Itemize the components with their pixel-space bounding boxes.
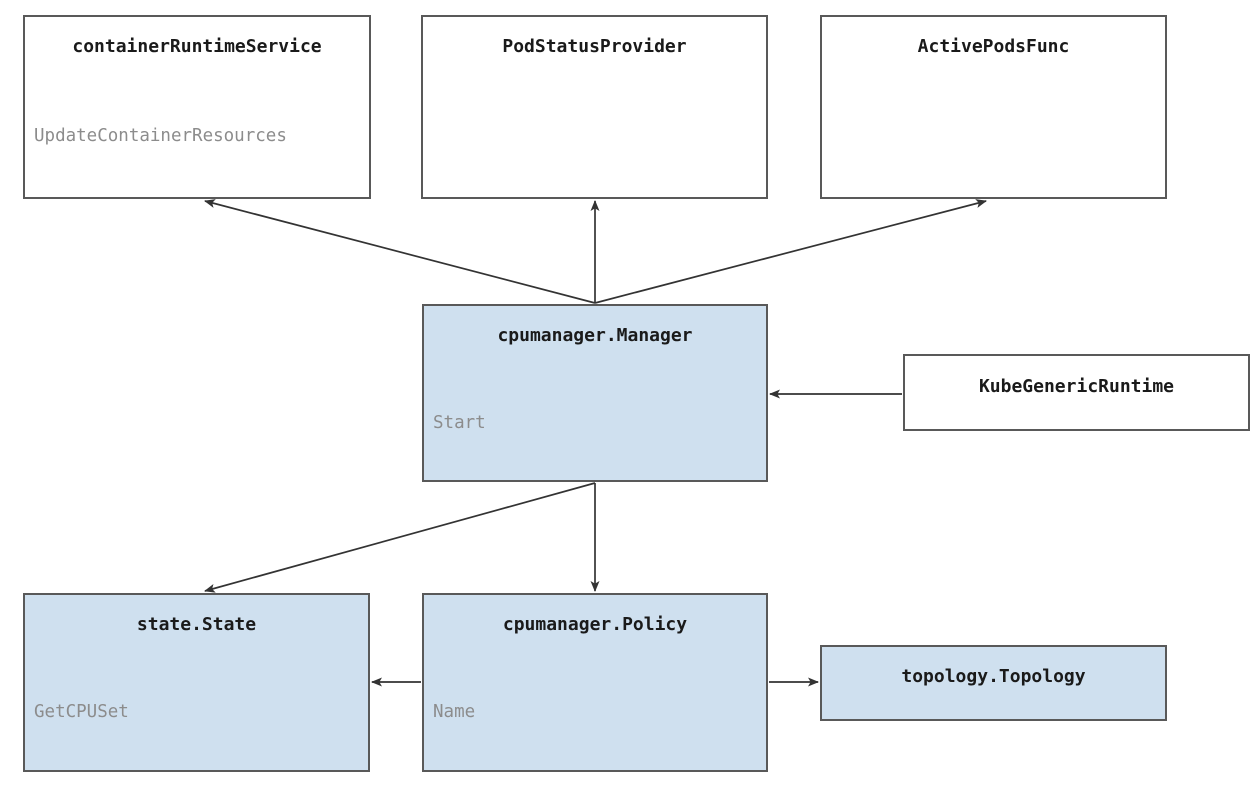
class-member: UpdateContainerResources (34, 126, 287, 146)
class-node-title: ActivePodsFunc (917, 36, 1070, 57)
edge-manager-to-state (204, 482, 596, 593)
class-node-title: cpumanager.Policy (502, 614, 688, 635)
class-node-title: state.State (136, 614, 257, 635)
class-node-members: GetCPUSet GetDefaultCPUSet SetCPUSet Set… (25, 652, 368, 770)
class-node-title: topology.Topology (901, 666, 1086, 687)
class-node-activepodsfunc[interactable]: ActivePodsFunc (820, 15, 1167, 199)
edge-manager-to-containerruntimeservice (204, 199, 596, 304)
class-node-cpumanager-policy[interactable]: cpumanager.Policy Name AddContainer Remo… (422, 593, 768, 772)
class-node-kubegenericruntime[interactable]: KubeGenericRuntime (903, 354, 1250, 431)
class-node-title: PodStatusProvider (502, 36, 687, 57)
class-node-topology-topology[interactable]: topology.Topology (820, 645, 1167, 721)
class-node-title: cpumanager.Manager (497, 325, 693, 346)
class-node-state-state[interactable]: state.State GetCPUSet GetDefaultCPUSet S… (23, 593, 370, 772)
class-node-cpumanager-manager[interactable]: cpumanager.Manager Start AddContainer Re… (422, 304, 768, 482)
class-node-containerruntimeservice[interactable]: containerRuntimeService UpdateContainerR… (23, 15, 371, 199)
class-node-title: KubeGenericRuntime (978, 376, 1175, 397)
class-node-members: Name AddContainer RemoveContainer (424, 652, 766, 770)
edge-manager-to-activepodsfunc (594, 199, 987, 304)
class-node-podstatusprovider[interactable]: PodStatusProvider (421, 15, 768, 199)
class-node-members: Start AddContainer RemoveContainer State (424, 363, 766, 480)
class-member: Name (433, 702, 476, 722)
class-node-title: containerRuntimeService (72, 36, 322, 57)
class-node-members: UpdateContainerResources (25, 76, 369, 196)
class-member: GetCPUSet (34, 702, 129, 722)
class-member: Start (433, 413, 486, 433)
